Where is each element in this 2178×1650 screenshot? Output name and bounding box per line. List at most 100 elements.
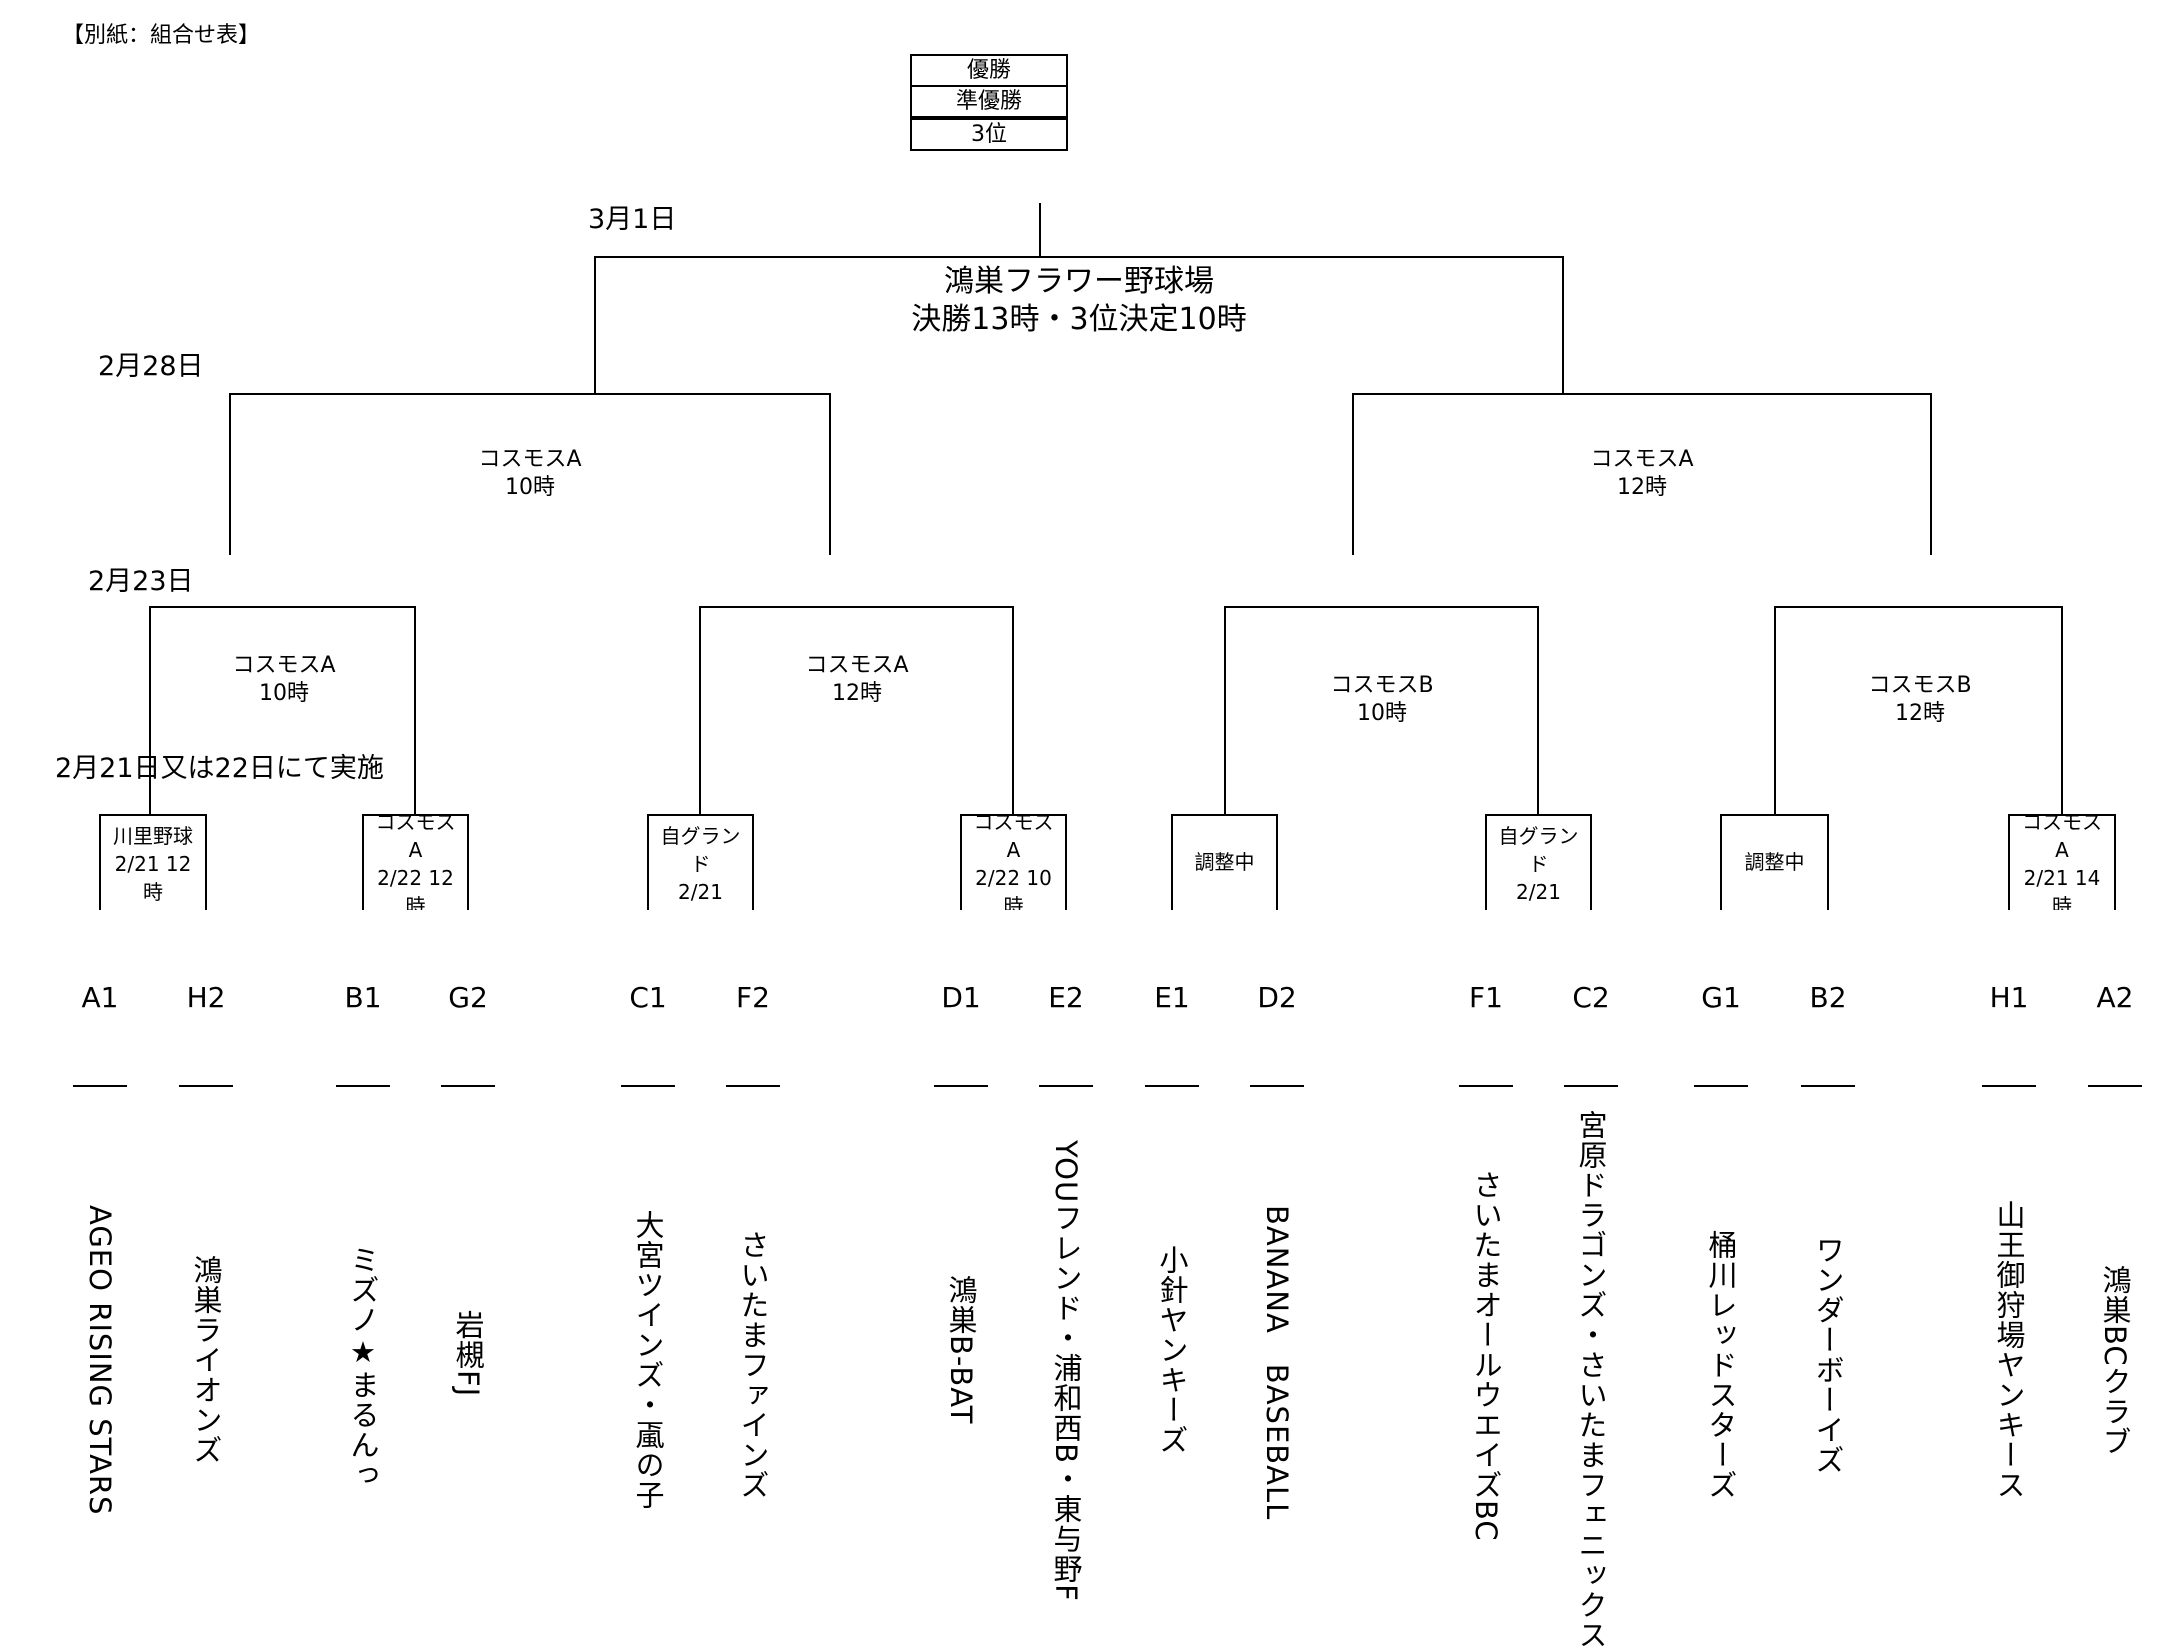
first-round-box-4-line-2: A <box>1006 838 1021 862</box>
quarter-venue-1: コスモスA 10時 <box>232 652 335 707</box>
first-round-box-3-line-3: 2/21 <box>678 880 723 904</box>
team-name-12: 宮原ドラゴンズ・さいたまフェニックス <box>1574 1110 1608 1650</box>
slot-label-10: D2 <box>1257 981 1297 1014</box>
team-name-15: 山王御狩場ヤンキース <box>1992 1200 2026 1500</box>
first-round-box-2-line-4: 時 <box>405 894 426 910</box>
quarter-venue-2: コスモスA 12時 <box>805 652 908 707</box>
team-name-10: BANANA BASEBALL <box>1260 1205 1294 1521</box>
first-round-box-2-line-1: コスモス <box>375 810 456 834</box>
first-round-box-6-line-1: 自グラン <box>1498 824 1579 848</box>
final-venue-time: 決勝13時・3位決定10時 <box>911 301 1247 337</box>
first-round-box-1-line-3: 時 <box>143 880 163 904</box>
first-round-box-6-line-2: ド <box>1528 852 1549 876</box>
team-name-11: さいたまオールウエイズBC <box>1469 1170 1503 1542</box>
team-name-1: AGEO RISING STARS <box>83 1205 117 1516</box>
slot-label-4: G2 <box>448 981 488 1014</box>
blank-line <box>1801 1085 1855 1087</box>
date-semi: 2月28日 <box>98 351 204 382</box>
quarter-venue-2-time: 12時 <box>832 680 882 706</box>
team-name-7: 鴻巣B-BAT <box>944 1275 978 1425</box>
first-round-box-5-line-1: 調整中 <box>1194 850 1255 874</box>
final-venue: 鴻巣フラワー野球場 決勝13時・3位決定10時 <box>911 263 1246 338</box>
semi-venue-left-time: 10時 <box>505 474 555 500</box>
first-round-box-1-line-2: 2/21 12 <box>114 852 192 876</box>
first-round-box-8-line-1: コスモス <box>2022 810 2102 834</box>
team-name-5: 大宮ツインズ・颪の子 <box>631 1210 665 1510</box>
blank-line <box>1694 1085 1748 1087</box>
first-round-box-8-line-3: 2/21 14 <box>2023 866 2101 890</box>
slot-label-5: C1 <box>629 981 667 1014</box>
slot-label-13: G1 <box>1701 981 1741 1014</box>
blank-line <box>336 1085 390 1087</box>
first-round-box-6: 自グラン ド 2/21 <box>1488 822 1589 910</box>
first-round-box-6-line-3: 2/21 <box>1516 880 1561 904</box>
blank-line <box>1039 1085 1093 1087</box>
rank-third: 3位 <box>910 118 1068 151</box>
blank-line <box>441 1085 495 1087</box>
team-name-13: 桶川レッドスターズ <box>1704 1230 1738 1500</box>
blank-line <box>1459 1085 1513 1087</box>
first-round-box-4-line-3: 2/22 10 <box>975 866 1052 890</box>
semi-venue-left-name: コスモスA <box>478 447 582 472</box>
date-first-round: 2月21日又は22日にて実施 <box>55 753 384 784</box>
first-round-box-5: 調整中 <box>1174 848 1275 898</box>
slot-label-3: B1 <box>344 981 382 1014</box>
date-quarter: 2月23日 <box>88 566 194 597</box>
quarter-venue-4-name: コスモスB <box>1868 673 1972 698</box>
semi-venue-right: コスモスA 12時 <box>1590 446 1693 501</box>
document-header: 【別紙：組合せ表】 <box>62 23 261 48</box>
first-round-box-1-line-1: 川里野球 <box>113 824 193 848</box>
slot-label-12: C2 <box>1572 981 1610 1014</box>
quarter-venue-3: コスモスB 10時 <box>1330 672 1433 727</box>
blank-line <box>1564 1085 1618 1087</box>
team-name-14: ワンダーボーイズ <box>1811 1235 1845 1475</box>
quarter-venue-2-name: コスモスA <box>805 653 909 678</box>
slot-label-1: A1 <box>81 981 119 1014</box>
blank-line <box>1982 1085 2036 1087</box>
quarter-venue-4-time: 12時 <box>1895 700 1945 726</box>
quarter-venue-1-time: 10時 <box>259 680 309 706</box>
quarter-venue-4: コスモスB 12時 <box>1868 672 1971 727</box>
first-round-box-8-line-4: 時 <box>2052 894 2072 910</box>
first-round-box-1: 川里野球 2/21 12 時 <box>102 822 204 910</box>
team-name-8: YOUフレンド・浦和西B・東与野F <box>1049 1140 1083 1602</box>
slot-label-2: H2 <box>186 981 226 1014</box>
blank-line <box>934 1085 988 1087</box>
semi-venue-right-name: コスモスA <box>1590 447 1694 472</box>
team-name-9: 小針ヤンキーズ <box>1155 1245 1189 1455</box>
slot-label-11: F1 <box>1469 981 1503 1014</box>
slot-label-16: A2 <box>2096 981 2134 1014</box>
blank-line <box>1250 1085 1304 1087</box>
slot-label-14: B2 <box>1809 981 1847 1014</box>
team-name-16: 鴻巣BCクラブ <box>2098 1265 2132 1457</box>
first-round-box-7: 調整中 <box>1723 848 1826 898</box>
semi-venue-left: コスモスA 10時 <box>478 446 581 501</box>
first-round-box-3: 自グラン ド 2/21 <box>650 822 751 910</box>
semi-venue-right-time: 12時 <box>1617 474 1667 500</box>
first-round-box-2-line-2: A <box>408 838 423 862</box>
quarter-venue-3-time: 10時 <box>1357 700 1407 726</box>
blank-line <box>1145 1085 1199 1087</box>
team-name-3: ミズノ★まるんっ <box>346 1245 380 1490</box>
rank-runner-up: 準優勝 <box>910 85 1068 118</box>
slot-label-6: F2 <box>736 981 770 1014</box>
team-name-2: 鴻巣ライオンズ <box>189 1255 223 1465</box>
rank-champion: 優勝 <box>910 54 1068 87</box>
first-round-box-7-line-1: 調整中 <box>1744 850 1805 874</box>
blank-line <box>73 1085 127 1087</box>
team-name-4: 岩槻FJ <box>451 1310 485 1398</box>
first-round-box-3-line-2: ド <box>690 852 711 876</box>
first-round-box-4-line-4: 時 <box>1003 894 1024 910</box>
team-name-6: さいたまファインズ <box>736 1230 770 1500</box>
blank-line <box>621 1085 675 1087</box>
date-final: 3月1日 <box>588 204 677 235</box>
slot-label-7: D1 <box>941 981 981 1014</box>
blank-line <box>726 1085 780 1087</box>
quarter-venue-3-name: コスモスB <box>1330 673 1434 698</box>
first-round-box-4-line-1: コスモス <box>973 810 1054 834</box>
first-round-box-2: コスモス A 2/22 12 時 <box>365 808 466 910</box>
first-round-box-8: コスモス A 2/21 14 時 <box>2011 808 2113 910</box>
slot-label-15: H1 <box>1989 981 2029 1014</box>
blank-line <box>179 1085 233 1087</box>
